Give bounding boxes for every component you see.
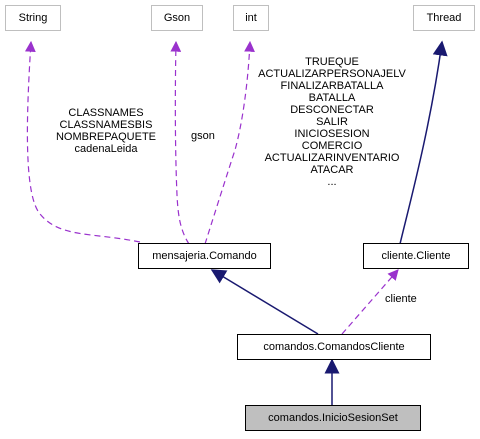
int-edge-label: TRUEQUE (305, 56, 359, 68)
int-edge-label: FINALIZARBATALLA (280, 80, 384, 92)
string-edge-labels: CLASSNAMES CLASSNAMESBIS NOMBREPAQUETE c… (40, 107, 172, 155)
int-edge-label: INICIOSESION (294, 128, 370, 140)
node-comandos-comandoscliente-label: comandos.ComandosCliente (263, 341, 405, 353)
node-string[interactable]: String (5, 5, 61, 31)
string-edge-label: cadenaLeida (74, 143, 138, 155)
edge-cliente-comandoscliente (341, 269, 399, 335)
cliente-edge-label: cliente (385, 293, 417, 305)
edge-thread-cliente (399, 40, 448, 245)
int-edge-label: BATALLA (308, 92, 356, 104)
int-edge-label: ATACAR (310, 164, 354, 176)
edge-gson-comando (170, 40, 190, 245)
node-mensajeria-comando-label: mensajeria.Comando (152, 250, 257, 262)
gson-edge-label: gson (191, 130, 215, 142)
node-cliente-cliente[interactable]: cliente.Cliente (363, 243, 469, 269)
int-edge-label: COMERCIO (301, 140, 363, 152)
int-edge-label: ACTUALIZARINVENTARIO (264, 152, 400, 164)
node-thread-label: Thread (426, 12, 462, 24)
node-comandos-comandoscliente[interactable]: comandos.ComandosCliente (237, 334, 431, 360)
node-comandos-iniciosesionset-label: comandos.InicioSesionSet (268, 412, 398, 424)
node-gson-label: Gson (163, 12, 191, 24)
node-thread[interactable]: Thread (413, 5, 475, 31)
int-edge-label: ... (327, 176, 337, 188)
int-edge-label: SALIR (316, 116, 348, 128)
string-edge-label: NOMBREPAQUETE (55, 131, 157, 143)
node-int[interactable]: int (233, 5, 269, 31)
string-edge-label: CLASSNAMESBIS (59, 119, 153, 131)
edge-comando-comandoscliente (210, 269, 319, 335)
string-edge-label: CLASSNAMES (68, 107, 144, 119)
node-cliente-cliente-label: cliente.Cliente (381, 250, 451, 262)
node-int-label: int (245, 12, 257, 24)
node-string-label: String (18, 12, 48, 24)
edge-int-comando (204, 40, 255, 245)
int-edge-label: DESCONECTAR (290, 104, 374, 116)
int-edge-label: ACTUALIZARPERSONAJELV (258, 68, 406, 80)
int-edge-labels: TRUEQUE ACTUALIZARPERSONAJELV FINALIZARB… (246, 56, 418, 188)
node-gson[interactable]: Gson (151, 5, 203, 31)
edge-string-comando (24, 40, 141, 243)
node-comandos-iniciosesionset[interactable]: comandos.InicioSesionSet (245, 405, 421, 431)
node-mensajeria-comando[interactable]: mensajeria.Comando (138, 243, 271, 269)
